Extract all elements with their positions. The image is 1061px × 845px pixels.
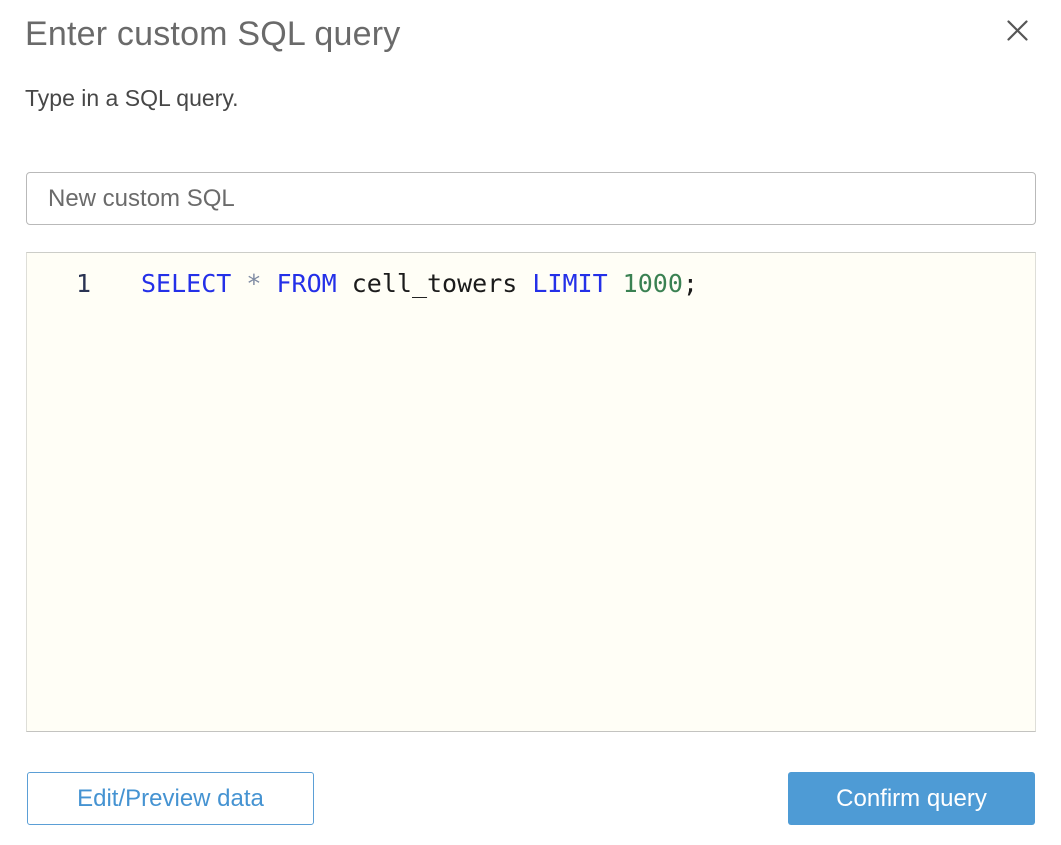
code-line: 1 SELECT * FROM cell_towers LIMIT 1000; xyxy=(27,267,1035,301)
dialog-subtitle: Type in a SQL query. xyxy=(25,85,239,111)
code-line-content: SELECT * FROM cell_towers LIMIT 1000; xyxy=(141,267,698,301)
line-number: 1 xyxy=(75,269,91,298)
edit-preview-data-button[interactable]: Edit/Preview data xyxy=(27,772,314,825)
sql-token-operator: * xyxy=(246,269,277,298)
close-icon xyxy=(1006,19,1029,45)
sql-token-keyword: FROM xyxy=(276,269,352,298)
sql-token-keyword: LIMIT xyxy=(532,269,623,298)
sql-token-punctuation: ; xyxy=(682,269,698,298)
sql-code-editor[interactable]: 1 SELECT * FROM cell_towers LIMIT 1000; xyxy=(26,252,1036,732)
sql-token-numeric: 1000 xyxy=(622,269,683,298)
close-button[interactable] xyxy=(1001,16,1033,48)
sql-token-keyword: SELECT xyxy=(141,269,247,298)
custom-sql-name-input[interactable] xyxy=(26,172,1036,225)
confirm-query-button[interactable]: Confirm query xyxy=(788,772,1035,825)
sql-token-identifier: cell_towers xyxy=(351,269,533,298)
dialog-title: Enter custom SQL query xyxy=(25,15,401,53)
